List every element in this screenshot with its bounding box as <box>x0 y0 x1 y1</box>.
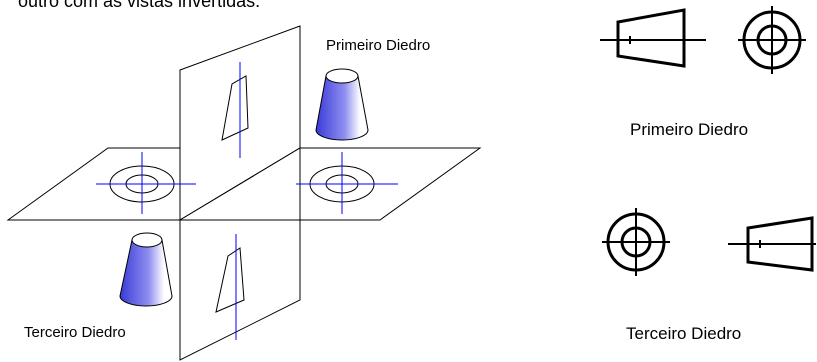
label-third-dihedral-right: Terceiro Diedro <box>626 324 742 343</box>
label-first-dihedral-left: Primeiro Diedro <box>326 37 431 54</box>
upper-projection <box>221 62 249 158</box>
first-front-view <box>600 8 706 68</box>
left-horizontal-circles <box>96 152 196 214</box>
label-third-dihedral-left: Terceiro Diedro <box>24 324 126 341</box>
label-first-dihedral-right: Primeiro Diedro <box>630 120 749 139</box>
planes <box>6 25 482 361</box>
third-top-view <box>602 208 670 276</box>
lower-projection <box>215 234 245 340</box>
first-top-view <box>738 6 806 74</box>
right-horizontal-circles <box>296 152 398 214</box>
third-front-view <box>728 216 816 272</box>
caption-text: outro com as vistas invertidas. <box>18 0 261 11</box>
cone-third-dihedral <box>119 232 173 307</box>
cone-first-dihedral <box>315 68 369 141</box>
